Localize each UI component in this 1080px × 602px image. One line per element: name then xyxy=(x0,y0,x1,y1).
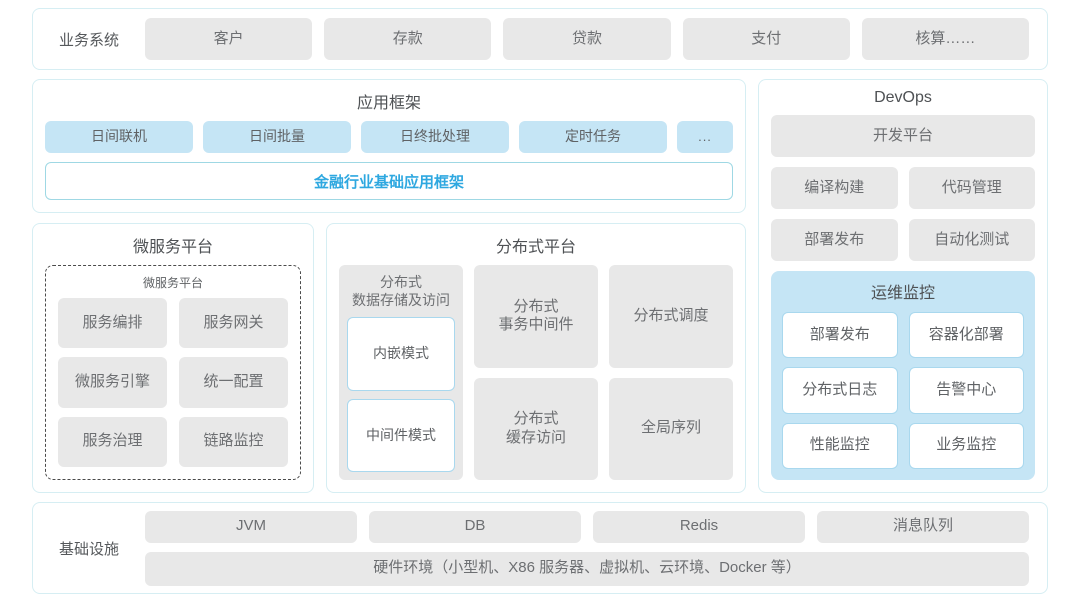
ops-monitoring-group: 运维监控 部署发布 容器化部署 分布式日志 告警中心 性能监控 业务监控 xyxy=(771,271,1035,480)
devops-item-compile-build[interactable]: 编译构建 xyxy=(771,167,898,209)
distributed-storage-mode-embedded[interactable]: 内嵌模式 xyxy=(347,317,455,391)
infrastructure-item-jvm[interactable]: JVM xyxy=(145,510,357,543)
distributed-capability-grid: 分布式事务中间件 分布式调度 分布式缓存访问 全局序列 xyxy=(474,265,733,480)
microservice-item-orchestration[interactable]: 服务编排 xyxy=(58,298,167,349)
infrastructure-chip-list: JVM DB Redis 消息队列 xyxy=(145,510,1029,543)
app-framework-item-eod-batch[interactable]: 日终批处理 xyxy=(361,121,509,153)
ops-monitoring-grid: 部署发布 容器化部署 分布式日志 告警中心 性能监控 业务监控 xyxy=(782,312,1024,469)
business-system-item-loan[interactable]: 贷款 xyxy=(503,18,671,60)
business-systems-label: 业务系统 xyxy=(58,31,119,49)
distributed-storage-stack: 分布式 数据存储及访问 内嵌模式 中间件模式 xyxy=(339,265,463,480)
distributed-storage-title-line1: 分布式 xyxy=(380,274,422,290)
infrastructure-item-hardware-environment[interactable]: 硬件环境（小型机、X86 服务器、虚拟机、云环境、Docker 等） xyxy=(145,551,1029,586)
business-systems-panel: 业务系统 客户 存款 贷款 支付 核算…… xyxy=(32,8,1048,70)
distributed-item-cache-access-text: 分布式缓存访问 xyxy=(505,410,566,446)
microservice-platform-title: 微服务平台 xyxy=(132,239,213,256)
infrastructure-hardware-row: 硬件环境（小型机、X86 服务器、虚拟机、云环境、Docker 等） xyxy=(145,551,1029,586)
app-framework-chip-list: 日间联机 日间批量 日终批处理 定时任务 ... xyxy=(45,121,733,153)
devops-pair-row-2: 部署发布 自动化测试 xyxy=(771,219,1035,261)
app-framework-item-scheduled-task[interactable]: 定时任务 xyxy=(519,121,667,153)
distributed-item-scheduling[interactable]: 分布式调度 xyxy=(609,265,733,368)
business-systems-chip-list: 客户 存款 贷款 支付 核算…… xyxy=(145,18,1035,60)
devops-title: DevOps xyxy=(874,89,932,106)
distributed-storage-mode-middleware[interactable]: 中间件模式 xyxy=(347,398,455,472)
infrastructure-item-message-queue[interactable]: 消息队列 xyxy=(817,510,1029,543)
microservice-platform-dashed-box: 微服务平台 服务编排 服务网关 微服务引擎 统一配置 服务治理 链路监控 xyxy=(45,265,301,480)
distributed-platform-body: 分布式 数据存储及访问 内嵌模式 中间件模式 分布式事务中间件 xyxy=(327,265,745,492)
business-system-item-accounting[interactable]: 核算…… xyxy=(861,18,1030,60)
devops-item-deploy-release[interactable]: 部署发布 xyxy=(771,219,898,261)
infrastructure-label: 基础设施 xyxy=(58,540,119,558)
ops-monitoring-title: 运维监控 xyxy=(870,285,935,302)
devops-pair-row-1: 编译构建 代码管理 xyxy=(771,167,1035,209)
devops-item-dev-platform[interactable]: 开发平台 xyxy=(771,115,1035,157)
app-framework-item-daytime-batch[interactable]: 日间批量 xyxy=(203,121,351,153)
infrastructure-panel: 基础设施 JVM DB Redis 消息队列 硬件环境（小型机、X86 服务器、… xyxy=(32,502,1048,594)
infrastructure-item-redis[interactable]: Redis xyxy=(593,510,805,543)
platforms-row: 微服务平台 微服务平台 服务编排 服务网关 微服务引擎 统一配置 服务治理 链路… xyxy=(32,223,746,493)
microservice-item-trace-monitoring[interactable]: 链路监控 xyxy=(179,416,288,467)
microservice-platform-panel: 微服务平台 微服务平台 服务编排 服务网关 微服务引擎 统一配置 服务治理 链路… xyxy=(32,223,314,493)
devops-item-automated-testing[interactable]: 自动化测试 xyxy=(908,219,1035,261)
app-framework-title: 应用框架 xyxy=(356,95,421,112)
middle-left-column: 应用框架 日间联机 日间批量 日终批处理 定时任务 ... 金融行业基础应用框架… xyxy=(32,79,746,493)
distributed-storage-title: 分布式 数据存储及访问 xyxy=(347,273,455,317)
ops-item-containerized-deploy[interactable]: 容器化部署 xyxy=(908,312,1024,359)
distributed-platform-title: 分布式平台 xyxy=(495,239,576,256)
ops-item-business-monitoring[interactable]: 业务监控 xyxy=(908,422,1024,469)
business-system-item-payment[interactable]: 支付 xyxy=(682,18,850,60)
microservice-item-engine[interactable]: 微服务引擎 xyxy=(58,357,167,408)
distributed-item-transaction-middleware-text: 分布式事务中间件 xyxy=(498,297,574,334)
business-system-item-customer[interactable]: 客户 xyxy=(145,18,313,60)
distributed-platform-panel: 分布式平台 分布式 数据存储及访问 内嵌模式 中间件模式 xyxy=(326,223,746,493)
app-framework-item-more[interactable]: ... xyxy=(677,121,733,153)
financial-base-framework-banner: 金融行业基础应用框架 xyxy=(45,162,733,200)
app-framework-panel: 应用框架 日间联机 日间批量 日终批处理 定时任务 ... 金融行业基础应用框架 xyxy=(32,79,746,213)
devops-panel: DevOps 开发平台 编译构建 代码管理 部署发布 自动化测试 运维监控 部署… xyxy=(758,79,1048,493)
microservice-item-governance[interactable]: 服务治理 xyxy=(58,416,167,467)
middle-section: 应用框架 日间联机 日间批量 日终批处理 定时任务 ... 金融行业基础应用框架… xyxy=(32,79,1048,493)
business-system-item-deposit[interactable]: 存款 xyxy=(324,18,492,60)
infrastructure-body: JVM DB Redis 消息队列 硬件环境（小型机、X86 服务器、虚拟机、云… xyxy=(145,510,1035,586)
app-framework-item-daytime-online[interactable]: 日间联机 xyxy=(45,121,193,153)
distributed-item-cache-access[interactable]: 分布式缓存访问 xyxy=(474,377,598,480)
ops-item-deploy-release[interactable]: 部署发布 xyxy=(782,312,898,359)
distributed-item-global-sequence[interactable]: 全局序列 xyxy=(609,377,733,480)
ops-item-alert-center[interactable]: 告警中心 xyxy=(908,367,1024,414)
microservice-item-unified-config[interactable]: 统一配置 xyxy=(179,357,288,408)
distributed-item-transaction-middleware[interactable]: 分布式事务中间件 xyxy=(474,265,598,368)
ops-item-performance-monitoring[interactable]: 性能监控 xyxy=(782,422,898,469)
distributed-storage-group: 分布式 数据存储及访问 内嵌模式 中间件模式 xyxy=(339,265,463,480)
distributed-storage-title-line2: 数据存储及访问 xyxy=(352,292,450,309)
microservice-item-gateway[interactable]: 服务网关 xyxy=(179,298,288,349)
microservice-platform-inner-title: 微服务平台 xyxy=(142,276,203,290)
ops-item-distributed-logging[interactable]: 分布式日志 xyxy=(782,367,898,414)
devops-body: DevOps 开发平台 编译构建 代码管理 部署发布 自动化测试 运维监控 部署… xyxy=(759,80,1047,492)
infrastructure-item-db[interactable]: DB xyxy=(369,510,581,543)
microservice-item-grid: 服务编排 服务网关 微服务引擎 统一配置 服务治理 链路监控 xyxy=(58,298,288,467)
devops-item-code-management[interactable]: 代码管理 xyxy=(908,167,1035,209)
